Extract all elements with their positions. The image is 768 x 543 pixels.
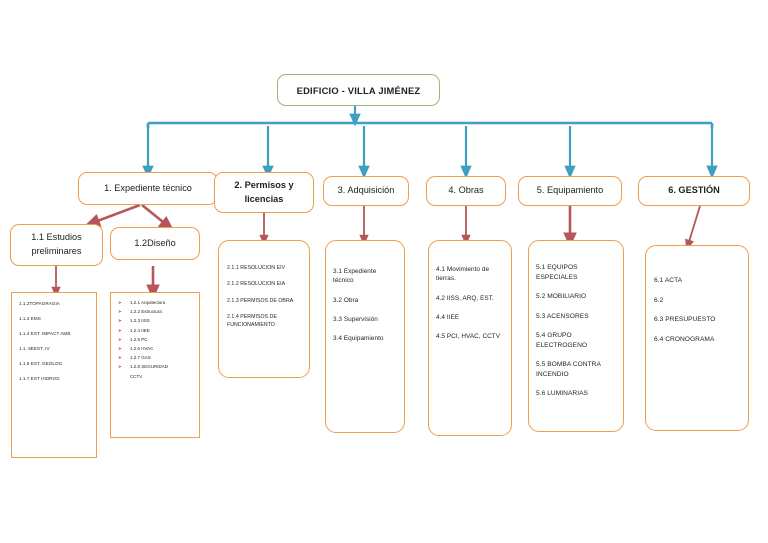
subcategory-label: 1.2Diseño: [134, 237, 176, 248]
subcategory-label: 1.1 Estudios preliminares: [31, 232, 82, 256]
list-item: 5.5 BOMBA CONTRA INCENDIO: [536, 361, 601, 378]
category-label: 1. Expediente técnico: [104, 182, 192, 193]
list-item: 5.3 ACENSORES: [536, 312, 589, 320]
list-item: 6.2: [654, 296, 664, 304]
category-node-permisos-licencias[interactable]: 2. Permisos y licencias: [214, 172, 314, 213]
list-item-label: 1.2.7 GAS: [130, 355, 151, 361]
list-item: 1.1.3 EMS: [19, 316, 41, 322]
list-item: 3.2 Obra: [333, 296, 359, 304]
list-item: ➤ 1.2.1 Arquitectura: [118, 300, 192, 306]
connector-cat1-children: [84, 203, 175, 231]
list-item-label: CCTV: [130, 373, 143, 379]
list-item: 4.5 PCI, HVAC, CCTV: [436, 333, 501, 341]
root-node[interactable]: EDIFICIO - VILLA JIMÉNEZ: [277, 74, 440, 106]
list-item: 2.1.4 PERMISOS DE FUNCIONAMIENTO: [227, 314, 277, 328]
list-item: ➤ 1.2.6 HVAC: [118, 345, 192, 352]
connector-cat6-leaf: [685, 205, 701, 251]
list-item: 4.1 Movimiento de tierras.: [436, 266, 490, 283]
category-node-gestion[interactable]: 6. GESTIÓN: [638, 176, 750, 206]
list-item-label: 1.2.1 Arquitectura: [130, 300, 166, 305]
list-item: 1.1.7 EST HIDROG: [19, 376, 60, 382]
leaf-box-obras[interactable]: 4.1 Movimiento de tierras. 4.2 IISS, ARQ…: [428, 240, 512, 436]
list-item: ➤ 1.2.4 IIEE: [118, 327, 192, 334]
bullet-icon: ➤: [118, 336, 122, 342]
list-item: ➤ 1.2.5 PC: [118, 336, 192, 343]
bullet-icon: ➤: [118, 300, 122, 305]
list-item: 4.2 IISS, ARQ, EST.: [436, 294, 494, 302]
list-item: 5.2 MOBILIARIO: [536, 293, 587, 301]
bullet-icon: ➤: [118, 345, 122, 351]
bullet-icon: ➤: [118, 364, 122, 370]
list-item-label: 1.2.8 SEGURIDAD: [130, 364, 169, 370]
subcategory-node-estudios-preliminares[interactable]: 1.1 Estudios preliminares: [10, 224, 103, 266]
list-item: 6.1 ACTA: [654, 277, 683, 284]
category-label: 4. Obras: [448, 185, 484, 196]
category-label: 2. Permisos y licencias: [234, 179, 294, 204]
bullet-icon: ➤: [118, 318, 122, 324]
list-item: CCTV: [118, 373, 192, 380]
list-item: ➤ 1.2.3 IISS: [118, 319, 192, 324]
category-label: 6. GESTIÓN: [668, 185, 720, 196]
connector-bus-drops: [142, 126, 718, 179]
list-item: 5.4 GRUPO ELECTROGENO: [536, 332, 588, 349]
leaf-box-adquisicion[interactable]: 3.1 Expediente técnico 3.2 Obra 3.3 Supe…: [325, 240, 405, 433]
leaf-list-obras: 4.1 Movimiento de tierras. 4.2 IISS, ARQ…: [436, 265, 504, 341]
connector-bus: [146, 121, 714, 128]
category-node-equipamiento[interactable]: 5. Equipamiento: [518, 176, 622, 206]
list-item-label: 1.2.2 Estructura: [130, 309, 162, 315]
list-item-label: 1.2.6 HVAC: [130, 345, 154, 351]
root-node-label: EDIFICIO - VILLA JIMÉNEZ: [296, 84, 421, 96]
leaf-list-equipamiento: 5.1 EQUIPOS ESPECIALES 5.2 MOBILIARIO 5.…: [536, 263, 616, 399]
list-item: 2.1.1 RESOLUCION EIV: [227, 265, 286, 271]
leaf-list-gestion: 6.1 ACTA 6.2 6.3 PRESUPUESTO 6.4 CRONOGR…: [654, 276, 740, 344]
leaf-box-permisos[interactable]: 2.1.1 RESOLUCION EIV 2.1.2 RESOLUCION EI…: [218, 240, 310, 378]
list-item: 3.4 Equipamiento: [333, 335, 384, 343]
list-item: 2.1.3 PERMISOS DE OBRA: [227, 297, 294, 304]
list-item-label: 1.2.4 IIEE: [130, 327, 150, 333]
leaf-list-estudios-preliminares: 1.1.2TOPAGRAGIA 1.1.3 EMS 1.1.4 EST. IMP…: [19, 301, 89, 383]
list-item: 6.3 PRESUPUESTO: [654, 316, 716, 324]
bullet-icon: ➤: [118, 327, 122, 333]
leaf-list-adquisicion: 3.1 Expediente técnico 3.2 Obra 3.3 Supe…: [333, 267, 397, 343]
category-label: 5. Equipamiento: [536, 185, 604, 196]
leaf-box-estudios-preliminares[interactable]: 1.1.2TOPAGRAGIA 1.1.3 EMS 1.1.4 EST. IMP…: [11, 292, 97, 458]
list-item: 4.4 IIEE: [436, 313, 460, 321]
list-item-label: 1.2.5 PC: [130, 336, 148, 342]
list-item: 5.6 LUMINARIAS: [536, 390, 589, 398]
list-item: 1.1.2TOPAGRAGIA: [19, 301, 60, 306]
list-item: 3.3 Supervisión: [333, 315, 378, 323]
category-node-obras[interactable]: 4. Obras: [426, 176, 506, 206]
category-node-expediente-tecnico[interactable]: 1. Expediente técnico: [78, 172, 218, 205]
bullet-icon: ➤: [118, 309, 122, 315]
subcategory-node-diseno[interactable]: 1.2Diseño: [110, 227, 200, 260]
category-label: 3. Adquisición: [337, 185, 395, 196]
list-item: 1.1.4 EST. IMPACT AMB: [19, 331, 71, 337]
list-item: 6.4 CRONOGRAMA: [654, 335, 715, 343]
list-item: 3.1 Expediente técnico: [333, 268, 377, 285]
leaf-list-permisos: 2.1.1 RESOLUCION EIV 2.1.2 RESOLUCION EI…: [227, 265, 301, 329]
leaf-list-diseno: ➤ 1.2.1 Arquitectura ➤ 1.2.2 Estructura …: [118, 300, 192, 380]
leaf-box-gestion[interactable]: 6.1 ACTA 6.2 6.3 PRESUPUESTO 6.4 CRONOGR…: [645, 245, 749, 431]
list-item: ➤ 1.2.7 GAS: [118, 356, 192, 361]
category-node-adquisicion[interactable]: 3. Adquisición: [323, 176, 409, 206]
bullet-icon: ➤: [118, 355, 122, 361]
leaf-box-diseno[interactable]: ➤ 1.2.1 Arquitectura ➤ 1.2.2 Estructura …: [110, 292, 200, 438]
list-item: ➤ 1.2.2 Estructura: [118, 310, 192, 315]
list-item: 1.1. 5EEST. IV: [19, 346, 50, 352]
list-item-label: 1.2.3 IISS: [130, 318, 150, 324]
leaf-box-equipamiento[interactable]: 5.1 EQUIPOS ESPECIALES 5.2 MOBILIARIO 5.…: [528, 240, 624, 432]
list-item: 1.1.6 EST. GEOLOG: [19, 361, 63, 367]
list-item: 2.1.2 RESOLUCION EIA: [227, 281, 286, 288]
list-item: ➤ 1.2.8 SEGURIDAD: [118, 365, 192, 370]
list-item: 5.1 EQUIPOS ESPECIALES: [536, 264, 578, 281]
